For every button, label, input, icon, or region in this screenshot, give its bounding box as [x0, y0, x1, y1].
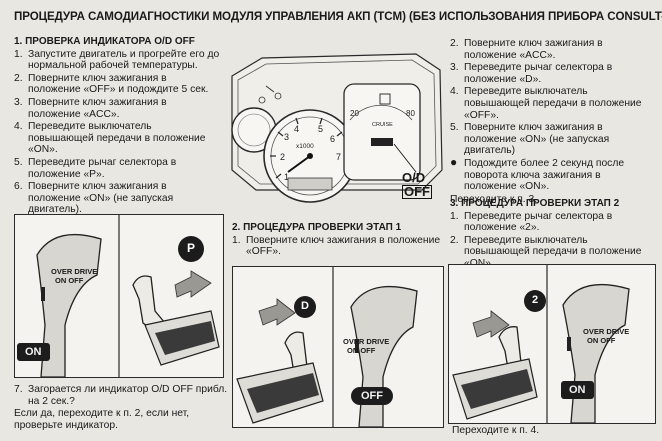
list-item: 4.Переведите выключатель повышающей пере…: [450, 86, 642, 121]
section-1-heading: 1. ПРОВЕРКА ИНДИКАТОРА O/D OFF: [14, 36, 195, 47]
section-3: 3. ПРОЦЕДУРА ПРОВЕРКИ ЭТАП 2 1.Переведит…: [450, 198, 650, 271]
od-off-indicator: O/D OFF: [402, 170, 432, 199]
gear-p-circle: [178, 236, 204, 262]
switch-off-badge: OFF: [351, 387, 393, 405]
list-item: 2.Поверните ключ зажигания в положение «…: [14, 72, 209, 96]
section-1-note: Если да, переходите к п. 2, если нет, пр…: [14, 408, 190, 431]
section-1-list: 1.Запустите двигатель и прогрейте его до…: [14, 49, 220, 216]
list-item: 1.Поверните ключ зажигания в положение «…: [232, 234, 441, 258]
svg-text:2: 2: [280, 152, 285, 162]
list-item: 7.Загорается ли индикатор O/D OFF прибл.…: [14, 384, 228, 407]
list-item: ●Подождите более 2 секунд после поворота…: [450, 154, 625, 193]
svg-text:1: 1: [284, 172, 289, 182]
gear-d-label: D: [301, 300, 309, 312]
switch-on-badge: ON: [561, 381, 594, 399]
list-item: 5.Переведите рычаг селектора в положение…: [14, 156, 177, 180]
figure-3-drawing: [452, 265, 630, 423]
figure-2-shifter-d: D OVER DRIVE ON OFF OFF: [232, 266, 444, 428]
list-item: 2.Поверните ключ зажигания в положение «…: [450, 38, 603, 61]
switch-on-badge: ON: [17, 343, 50, 361]
od-off-text-line1: O/D: [402, 170, 426, 185]
x1000-label: x1000: [296, 143, 314, 150]
section-3-next: Переходите к п. 4.: [452, 425, 540, 436]
gear-2-circle: [524, 290, 546, 312]
overdrive-switch-label: OVER DRIVE ON OFF: [343, 337, 390, 355]
section-1-result: 7.Загорается ли индикатор O/D OFF прибл.…: [14, 384, 228, 431]
cruise-lamp-label: CRUISE: [372, 122, 393, 128]
section-1: 1. ПРОВЕРКА ИНДИКАТОРА O/D OFF 1.Запусти…: [14, 36, 220, 217]
svg-text:20: 20: [350, 109, 359, 118]
list-item: 3.Переведите рычаг селектора в положение…: [450, 62, 613, 85]
list-item: 4.Переведите выключатель повышающей пере…: [14, 121, 206, 156]
list-item: 1.Переведите рычаг селектора в положение…: [450, 210, 613, 234]
svg-text:4: 4: [294, 124, 299, 134]
list-item: 6.Поверните ключ зажигания в положение «…: [14, 181, 174, 216]
instrument-cluster-drawing: 1 2 3 4 567 x1000 20 80 CRUISE: [231, 53, 443, 203]
overdrive-switch-label: OVER DRIVE ON OFF: [51, 267, 98, 285]
warning-lamp-icon: [379, 93, 391, 105]
od-off-text-line2: OFF: [402, 184, 432, 199]
page-title: ПРОЦЕДУРА САМОДИАГНОСТИКИ МОДУЛЯ УПРАВЛЕ…: [14, 10, 662, 23]
figure-3-shifter-2: 2 OVER DRIVE ON OFF ON: [448, 264, 656, 424]
list-item: 2.Переведите выключатель повышающей пере…: [450, 234, 642, 269]
section-2-heading: 2. ПРОЦЕДУРА ПРОВЕРКИ ЭТАП 1: [232, 222, 402, 233]
figure-2-drawing: [236, 267, 418, 427]
svg-text:5: 5: [318, 124, 323, 134]
list-item: 1.Запустите двигатель и прогрейте его до…: [14, 48, 220, 72]
list-item: 5.Поверните ключ зажигания в положение «…: [450, 122, 610, 157]
section-2-next: Переходите к п. 3.: [450, 193, 538, 205]
svg-text:7: 7: [336, 152, 341, 162]
section-2-continued: 2.Поверните ключ зажигания в положение «…: [450, 38, 650, 205]
section-2: 2. ПРОЦЕДУРА ПРОВЕРКИ ЭТАП 1 1.Поверните…: [232, 222, 442, 259]
svg-text:6: 6: [330, 134, 335, 144]
gear-2-label: 2: [531, 294, 539, 306]
svg-text:3: 3: [284, 132, 289, 142]
section-3-heading: 3. ПРОЦЕДУРА ПРОВЕРКИ ЭТАП 2: [450, 198, 620, 209]
figure-1-shifter-p: OVER DRIVE ON OFF P ON: [14, 214, 224, 378]
gear-p-label: P: [186, 241, 195, 255]
list-item: 3.Поверните ключ зажигания в положение «…: [14, 96, 167, 120]
figure-1-drawing: [36, 215, 220, 377]
overdrive-switch-label: OVER DRIVE ON OFF: [583, 327, 630, 345]
svg-text:80: 80: [406, 109, 415, 118]
gear-d-circle: [294, 296, 316, 318]
